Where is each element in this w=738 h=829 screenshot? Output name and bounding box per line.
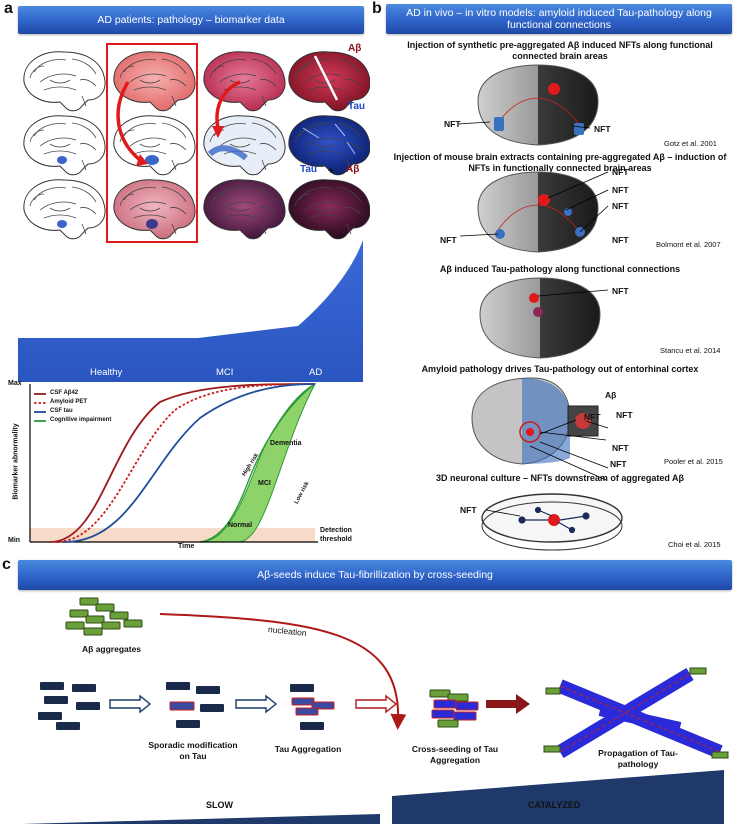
step-crossseed-label: Cross-seeding of Tau Aggregation — [411, 744, 499, 765]
section-3-title: Aβ induced Tau-pathology along functiona… — [439, 264, 681, 274]
section-1-cite: Gotz et al. 2001 — [664, 139, 717, 148]
cross-seeding-cluster — [429, 689, 479, 728]
brain-image-pooler — [471, 377, 599, 465]
step-arrows — [109, 694, 278, 714]
plus-label: + — [328, 166, 334, 177]
nft-label-2b: NFT — [612, 185, 629, 195]
biomarker-chart — [29, 382, 318, 543]
panel-b-letter: b — [372, 0, 382, 17]
brain-healthy-1 — [23, 51, 106, 112]
y-min-label: Min — [8, 537, 21, 544]
abeta-label: Aβ — [348, 43, 362, 54]
abeta-aggregates-label: Aβ aggregates — [82, 644, 142, 654]
propagation-fibril — [543, 667, 729, 759]
catalyzed-wedge — [392, 770, 724, 824]
brain-abeta-2 — [203, 51, 286, 112]
threshold-band — [30, 528, 315, 542]
step-aggregation-label: Tau Aggregation — [274, 744, 342, 754]
tau-label: Tau — [348, 101, 366, 112]
nft-label-4d: NFT — [610, 459, 627, 469]
region-dementia: Dementia — [270, 440, 302, 447]
brain-image-bolmont — [477, 171, 599, 253]
cross-seeding-diagram — [22, 597, 729, 824]
panel-c-banner: Aβ-seeds induce Tau-fibrillization by cr… — [18, 560, 732, 590]
section-2-cite: Bolmont et al. 2007 — [656, 240, 721, 249]
x-axis-title: Time — [178, 543, 195, 550]
legend-csf-abeta42: CSF Aβ42 — [50, 390, 79, 396]
brain-image-stancu — [479, 277, 601, 359]
abeta-label-2: Aβ — [346, 164, 360, 175]
spread-arrow-1 — [116, 81, 142, 162]
slow-wedge — [22, 814, 380, 824]
brain-image-gotz — [477, 64, 599, 146]
brain-progression-grid — [23, 43, 370, 243]
nft-label-3: NFT — [612, 286, 629, 296]
nft-label-2d: NFT — [612, 235, 629, 245]
progression-wedge — [18, 240, 363, 382]
nft-label-4a: NFT — [584, 412, 601, 422]
sporadic-modification — [166, 682, 224, 728]
brain-tau-2 — [203, 115, 286, 176]
threshold-label: Detection threshold — [320, 527, 352, 543]
nft-label-2e: NFT — [440, 235, 457, 245]
section-2-title: Injection of mouse brain extracts contai… — [393, 152, 727, 173]
brain-tau-1 — [113, 115, 196, 176]
tau-monomers — [38, 682, 100, 730]
nft-label-1b: NFT — [594, 124, 611, 134]
nft-label-2c: NFT — [612, 201, 629, 211]
y-axis-title: Biomarker abnormality — [12, 423, 20, 500]
nucleation-arrow — [159, 613, 407, 730]
brain-combined-2 — [203, 179, 286, 240]
stage-mci: MCI — [216, 367, 234, 378]
legend-csf-tau: CSF tau — [50, 408, 73, 414]
curve-csf-abeta42 — [49, 383, 316, 543]
tau-aggregation — [290, 684, 335, 730]
section-3-cite: Stancu et al. 2014 — [660, 346, 721, 355]
abeta-label-b: Aβ — [605, 390, 617, 400]
legend-amyloid-pet: Amyloid PET — [50, 399, 88, 405]
brain-tau-3 — [288, 115, 370, 176]
brain-healthy-3 — [23, 179, 106, 240]
section-4-cite: Pooler et al. 2015 — [664, 457, 723, 466]
step-sporadic-label: Sporadic modification on Tau — [148, 740, 238, 761]
nft-label-4c: NFT — [612, 443, 629, 453]
region-normal: Normal — [228, 522, 253, 529]
brain-abeta-3 — [288, 51, 370, 112]
nft-label-5: NFT — [460, 505, 477, 515]
y-max-label: Max — [8, 380, 22, 387]
culture-dish — [481, 493, 623, 551]
nft-label-4b: NFT — [616, 410, 633, 420]
stage-healthy: Healthy — [90, 367, 123, 378]
nft-label-2a: NFT — [612, 167, 629, 177]
nft-label-1a: NFT — [444, 119, 461, 129]
catalyzed-label: CATALYZED — [528, 800, 581, 810]
panel-a-letter: a — [4, 0, 13, 17]
brain-combined-3 — [288, 179, 370, 240]
spread-arrow-2 — [215, 80, 241, 129]
slow-label: SLOW — [206, 800, 233, 810]
brain-abeta-1 — [113, 51, 196, 112]
step-propagation-label: Propagation of Tau- pathology — [598, 748, 678, 769]
abeta-aggregate-cluster — [65, 597, 143, 636]
panel-b-banner: AD in vivo – in vitro models: amyloid in… — [386, 4, 732, 34]
curve-csf-tau — [64, 383, 316, 543]
section-1-title: Injection of synthetic pre-aggregated Aβ… — [407, 40, 713, 61]
tau-label-2: Tau — [300, 164, 318, 175]
brain-combined-1 — [113, 179, 196, 240]
panel-a-banner: AD patients: pathology – biomarker data — [18, 6, 364, 34]
panel-c-letter: c — [2, 556, 11, 573]
mouse-brain-images — [457, 64, 623, 551]
stage-ad: AD — [309, 367, 323, 378]
brain-healthy-2 — [23, 115, 106, 176]
region-mci: MCI — [258, 480, 271, 487]
section-5-cite: Choi et al. 2015 — [668, 540, 721, 549]
section-4-title: Amyloid pathology drives Tau-pathology o… — [421, 364, 699, 374]
highlight-frame — [106, 43, 198, 243]
curve-amyloid-pet — [54, 383, 316, 543]
legend-cognitive: Cognitive impairment — [50, 417, 112, 423]
section-5-title: 3D neuronal culture – NFTs downstream of… — [435, 473, 685, 483]
